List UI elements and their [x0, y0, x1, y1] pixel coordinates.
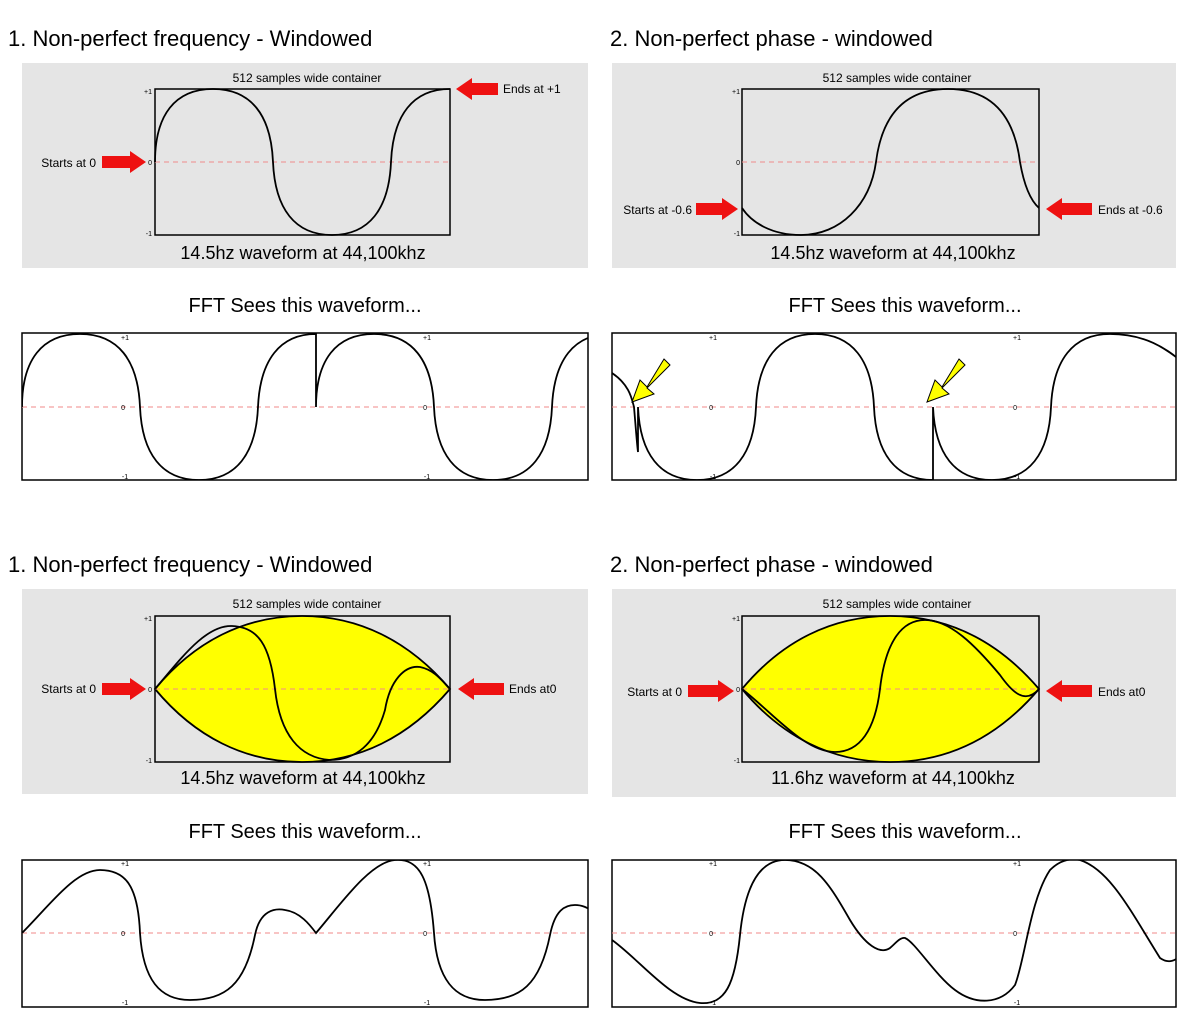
tick-zero: 0	[148, 687, 152, 694]
fft-tick-zero: 0	[121, 405, 125, 412]
tick-minus-one: -1	[146, 758, 152, 765]
fft-tick-zero: 0	[709, 931, 713, 938]
fft-tick-minus-one-2: -1	[424, 1000, 430, 1007]
fft-waveform-curve	[22, 860, 588, 1001]
fft-tick-plus-one: +1	[709, 861, 717, 868]
windowed-waveform-curve	[741, 619, 1040, 753]
fft-waveform-curve	[22, 333, 588, 480]
panel-heading: 2. Non-perfect phase - windowed	[610, 552, 933, 577]
waveform-caption: 14.5hz waveform at 44,100khz	[180, 768, 425, 788]
panel-heading: 2. Non-perfect phase - windowed	[610, 26, 933, 51]
panel-background	[612, 63, 1176, 268]
start-arrow-icon	[688, 680, 734, 702]
start-arrow-icon	[102, 678, 146, 700]
end-arrow-icon	[458, 678, 504, 700]
fft-tick-minus-one: -1	[710, 1000, 716, 1007]
fft-tick-plus-one: +1	[121, 335, 129, 342]
tick-plus-one: +1	[144, 616, 152, 623]
fft-tick-zero: 0	[709, 405, 713, 412]
end-arrow-icon	[456, 78, 498, 100]
fft-tick-zero-2: 0	[1013, 405, 1017, 412]
waveform-curve	[154, 88, 451, 236]
fft-tick-plus-one-2: +1	[423, 861, 431, 868]
start-label: Starts at 0	[627, 685, 682, 699]
fft-tick-plus-one-2: +1	[423, 335, 431, 342]
tick-plus-one: +1	[144, 89, 152, 96]
tick-zero: 0	[736, 687, 740, 694]
end-arrow-icon	[1046, 198, 1092, 220]
fft-heading: FFT Sees this waveform...	[188, 295, 421, 317]
panel-non-perfect-frequency-bottom: 1. Non-perfect frequency - Windowed 512 …	[8, 552, 589, 1008]
fft-tick-zero-2: 0	[423, 405, 427, 412]
start-label: Starts at 0	[41, 682, 96, 696]
fft-tick-plus-one-2: +1	[1013, 861, 1021, 868]
end-label: Ends at0	[509, 682, 557, 696]
container-label: 512 samples wide container	[823, 597, 972, 611]
start-label: Starts at -0.6	[623, 203, 692, 217]
container-label: 512 samples wide container	[823, 71, 972, 85]
container-label: 512 samples wide container	[233, 71, 382, 85]
container-label: 512 samples wide container	[233, 597, 382, 611]
fft-heading: FFT Sees this waveform...	[788, 295, 1021, 317]
fft-waveform-curve	[612, 860, 1176, 1004]
tick-minus-one: -1	[146, 231, 152, 238]
panel-non-perfect-phase-bottom: 2. Non-perfect phase - windowed 512 samp…	[610, 552, 1177, 1008]
fft-heading: FFT Sees this waveform...	[788, 821, 1021, 843]
fft-tick-plus-one: +1	[709, 335, 717, 342]
fft-tick-minus-one-2: -1	[1014, 474, 1020, 481]
panel-non-perfect-frequency-top: 1. Non-perfect frequency - Windowed 512 …	[8, 26, 589, 481]
fft-tick-minus-one: -1	[122, 1000, 128, 1007]
waveform-caption: 14.5hz waveform at 44,100khz	[770, 243, 1015, 263]
discontinuity-marker-icon	[926, 358, 966, 403]
windowed-waveform-curve	[154, 625, 451, 761]
panel-heading: 1. Non-perfect frequency - Windowed	[8, 26, 372, 51]
tick-zero: 0	[736, 160, 740, 167]
tick-plus-one: +1	[732, 89, 740, 96]
fft-tick-minus-one: -1	[122, 474, 128, 481]
start-arrow-icon	[102, 151, 146, 173]
waveform-caption: 14.5hz waveform at 44,100khz	[180, 243, 425, 263]
end-label: Ends at0	[1098, 685, 1146, 699]
tick-zero: 0	[148, 160, 152, 167]
fft-tick-plus-one-2: +1	[1013, 335, 1021, 342]
tick-minus-one: -1	[734, 758, 740, 765]
start-arrow-icon	[696, 198, 738, 220]
tick-minus-one: -1	[734, 231, 740, 238]
fft-tick-plus-one: +1	[121, 861, 129, 868]
fft-waveform-curve	[612, 333, 1176, 480]
waveform-caption: 11.6hz waveform at 44,100khz	[771, 768, 1015, 788]
end-arrow-icon	[1046, 680, 1092, 702]
discontinuity-marker-icon	[631, 358, 671, 403]
fft-tick-minus-one-2: -1	[1014, 1000, 1020, 1007]
fft-tick-zero-2: 0	[423, 931, 427, 938]
waveform-curve	[741, 88, 1040, 236]
fft-heading: FFT Sees this waveform...	[188, 821, 421, 843]
tick-plus-one: +1	[732, 616, 740, 623]
fft-tick-minus-one-2: -1	[424, 474, 430, 481]
fft-tick-zero: 0	[121, 931, 125, 938]
start-label: Starts at 0	[41, 156, 96, 170]
panel-non-perfect-phase-top: 2. Non-perfect phase - windowed 512 samp…	[610, 26, 1177, 481]
fft-tick-zero-2: 0	[1013, 931, 1017, 938]
end-label: Ends at +1	[503, 82, 561, 96]
end-label: Ends at -0.6	[1098, 203, 1163, 217]
panel-heading: 1. Non-perfect frequency - Windowed	[8, 552, 372, 577]
